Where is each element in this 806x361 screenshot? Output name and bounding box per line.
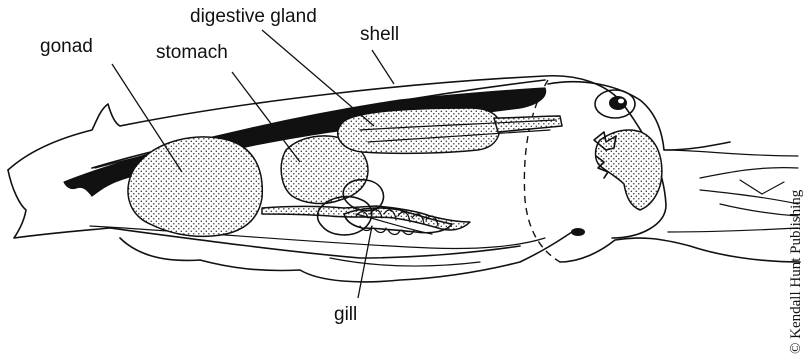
arm-2 xyxy=(700,168,798,178)
head-lower-outline xyxy=(560,238,800,262)
funnel-inner-line xyxy=(330,258,480,266)
arm-3 xyxy=(700,190,798,204)
digestive-gland-organ xyxy=(338,108,500,153)
head-boundary-dashed xyxy=(524,80,560,262)
label-shell: shell xyxy=(360,24,399,45)
arms xyxy=(664,150,798,232)
arm-5 xyxy=(668,228,798,232)
label-stomach: stomach xyxy=(156,42,228,63)
ventral-line xyxy=(90,226,545,249)
label-gill: gill xyxy=(334,304,357,325)
esophagus-duct xyxy=(494,116,562,132)
copyright-credit: © Kendall Hunt Publishing xyxy=(788,189,804,354)
label-digestive-gland: digestive gland xyxy=(190,6,317,27)
statocyst-spot xyxy=(571,228,585,236)
eye-highlight xyxy=(618,99,624,104)
gill-leader xyxy=(358,226,372,298)
buccal-mass xyxy=(594,130,662,210)
eye-pupil xyxy=(609,96,627,110)
arm-4 xyxy=(720,204,798,216)
arm-6 xyxy=(740,180,784,194)
shell-leader xyxy=(372,50,394,84)
label-gonad: gonad xyxy=(40,36,93,57)
arm-1 xyxy=(664,150,798,156)
digestive-gland-leader xyxy=(262,30,374,126)
